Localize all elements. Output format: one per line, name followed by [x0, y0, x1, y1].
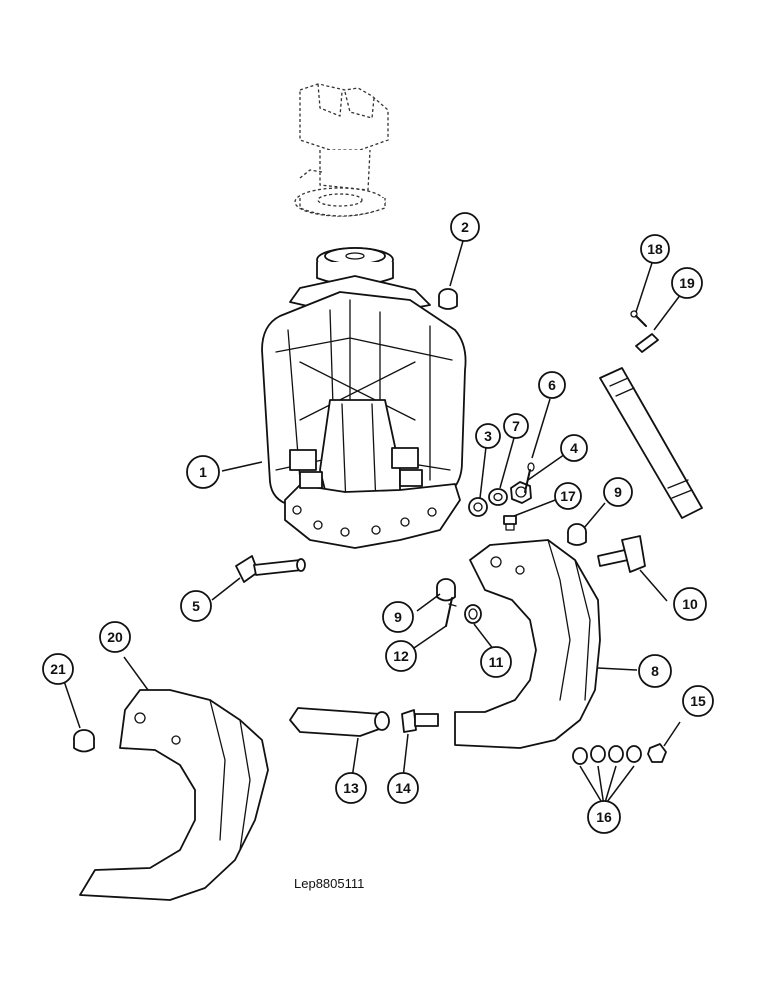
- split-pin-6: [524, 462, 535, 493]
- washer-3: [468, 497, 488, 517]
- callout-13-label: 13: [343, 780, 359, 796]
- grease-nipple-17: [503, 515, 517, 531]
- callout-9-lower-label: 9: [394, 609, 402, 625]
- callout-8-label: 8: [651, 663, 659, 679]
- callout-9-upper: 9: [603, 477, 633, 507]
- callout-11: 11: [480, 646, 512, 678]
- callout-21: 21: [42, 653, 74, 685]
- callout-18: 18: [640, 234, 670, 264]
- grab-shell-20: [79, 689, 269, 901]
- callout-14: 14: [387, 772, 419, 804]
- bushing-2: [438, 288, 458, 310]
- pin-5: [235, 555, 306, 583]
- bolt-14: [401, 709, 439, 733]
- callout-7: 7: [503, 413, 529, 439]
- hydraulic-cylinder: [599, 367, 703, 519]
- tooth-13: [289, 707, 390, 737]
- callout-5-label: 5: [192, 598, 200, 614]
- callout-1-label: 1: [199, 464, 207, 480]
- callout-6: 6: [538, 371, 566, 399]
- callout-1: 1: [186, 455, 220, 489]
- leader-lines: [63, 240, 685, 807]
- callout-9-upper-label: 9: [614, 484, 622, 500]
- grease-nipple-12: [445, 597, 457, 627]
- drawing-reference-code: Lep8805111: [294, 876, 364, 891]
- pin-10: [597, 535, 646, 573]
- callout-5: 5: [180, 590, 212, 622]
- washer-11: [464, 604, 482, 624]
- pin-19: [635, 333, 659, 353]
- callout-3-label: 3: [484, 428, 492, 444]
- callout-19-label: 19: [679, 275, 695, 291]
- grab-shell-8: [454, 539, 601, 749]
- callout-2-label: 2: [461, 219, 469, 235]
- callout-11-label: 11: [489, 654, 504, 670]
- callout-20-label: 20: [107, 629, 123, 645]
- bushing-9-lower: [436, 578, 456, 602]
- callout-14-label: 14: [395, 780, 411, 796]
- callout-9-lower: 9: [382, 601, 414, 633]
- bushing-9-upper: [567, 523, 587, 546]
- callout-17: 17: [554, 482, 582, 510]
- rotator-cage-assembly: [261, 247, 467, 549]
- callout-20: 20: [99, 621, 131, 653]
- callout-6-label: 6: [548, 377, 556, 393]
- split-pin-18: [630, 310, 647, 327]
- callout-8: 8: [638, 654, 672, 688]
- callout-19: 19: [671, 267, 703, 299]
- callout-12-label: 12: [393, 648, 409, 664]
- callout-3: 3: [475, 423, 501, 449]
- callout-18-label: 18: [647, 241, 663, 257]
- nut-15: [647, 743, 667, 763]
- callout-10: 10: [673, 587, 707, 621]
- washers-16: [572, 745, 642, 765]
- callout-10-label: 10: [682, 596, 698, 612]
- washer-7: [488, 488, 508, 506]
- callout-17-label: 17: [560, 488, 576, 504]
- callout-13: 13: [335, 772, 367, 804]
- callout-21-label: 21: [50, 661, 66, 677]
- callout-4: 4: [560, 434, 588, 462]
- callout-12: 12: [385, 640, 417, 672]
- mounting-bracket-phantom: [294, 83, 389, 217]
- callout-7-label: 7: [512, 418, 520, 434]
- callout-16: 16: [587, 800, 621, 834]
- callout-4-label: 4: [570, 440, 578, 456]
- callout-15: 15: [682, 685, 714, 717]
- nut-4: [510, 481, 532, 504]
- bushing-21: [73, 729, 95, 753]
- callout-2: 2: [450, 212, 480, 242]
- callout-15-label: 15: [690, 693, 706, 709]
- callout-16-label: 16: [596, 809, 612, 825]
